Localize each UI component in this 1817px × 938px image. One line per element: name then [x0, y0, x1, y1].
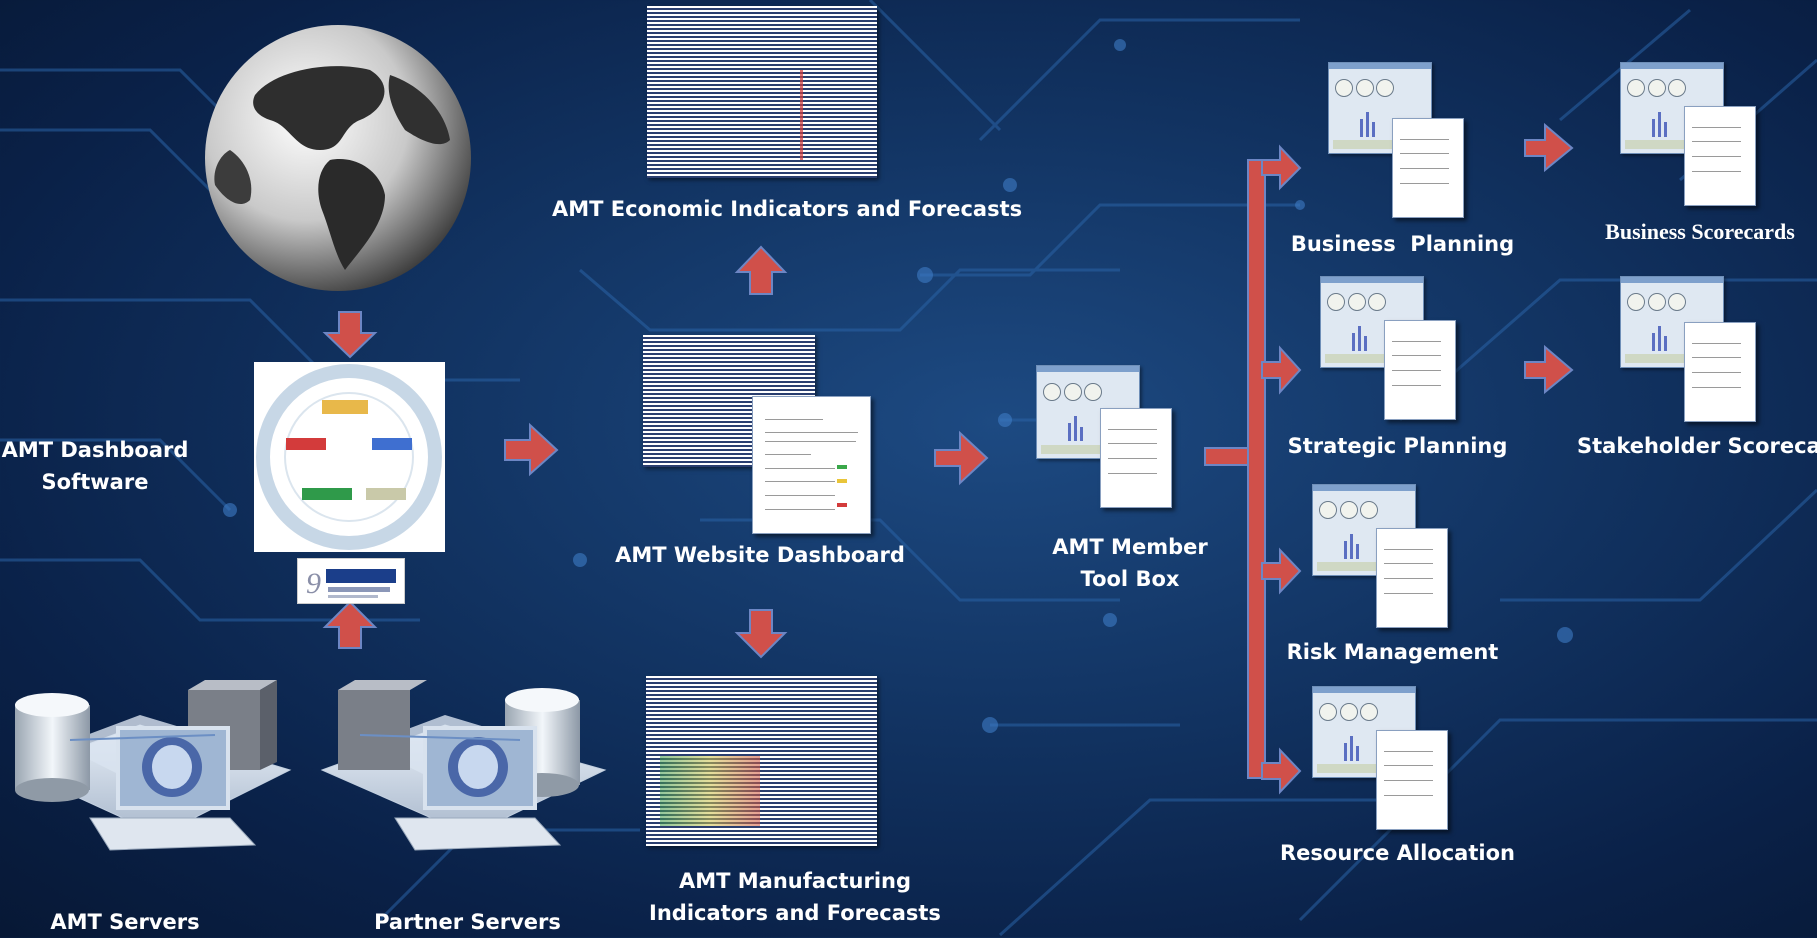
operational-management-wheel-logo	[254, 362, 445, 552]
manufacturing-indicators-label: AMT Manufacturing Indicators and Forecas…	[649, 869, 941, 925]
economic-indicators-report	[647, 6, 877, 178]
arrow-branch-business	[1261, 144, 1302, 191]
corporate-planning-logo: 9	[297, 558, 405, 604]
arrow-up-corporate	[322, 600, 378, 649]
globe-icon	[205, 25, 471, 291]
strategic-planning-document	[1384, 320, 1456, 420]
arrow-branch-risk	[1261, 547, 1302, 595]
business-scorecards-document	[1684, 106, 1756, 206]
arrow-right-website	[504, 422, 559, 477]
arrow-branch-strategic	[1261, 345, 1302, 395]
business-planning-label: Business Planning	[1290, 232, 1515, 256]
resource-allocation-label: Resource Allocation	[1280, 841, 1515, 865]
business-scorecards-label: Business Scorecards	[1605, 219, 1795, 244]
arrow-up-economic	[734, 245, 788, 295]
vertical-bus	[1247, 159, 1266, 779]
arrow-right-toolbox	[934, 430, 989, 486]
member-toolbox-document	[1100, 408, 1172, 508]
resource-allocation-document	[1376, 730, 1448, 830]
stakeholder-scorecards-document	[1684, 322, 1756, 422]
business-planning-document	[1392, 118, 1464, 218]
dashboard-software-label: AMT Dashboard Software	[1, 438, 189, 494]
risk-management-label: Risk Management	[1286, 640, 1499, 664]
arrow-branch-resource	[1261, 747, 1302, 795]
member-toolbox-label: AMT Member Tool Box	[1052, 535, 1208, 591]
flow-arrows	[322, 122, 1574, 795]
svg-text:9: 9	[306, 567, 321, 600]
website-dashboard-label: AMT Website Dashboard	[615, 543, 905, 567]
arrow-right-stakeholder-scorecards	[1524, 344, 1574, 395]
partner-server-icon	[320, 680, 607, 851]
risk-management-document	[1376, 528, 1448, 628]
arrow-right-business-scorecards	[1524, 122, 1574, 173]
arrow-down-globe	[322, 311, 378, 359]
arrow-down-manufacturing	[734, 609, 788, 659]
amt-servers-label: AMT Servers	[50, 910, 200, 934]
website-dashboard-document	[752, 396, 871, 534]
amt-server-icon	[15, 680, 292, 851]
economic-indicators-label: AMT Economic Indicators and Forecasts	[552, 197, 1023, 221]
chart-line	[800, 70, 817, 160]
partner-servers-label: Partner Servers	[374, 910, 561, 934]
stakeholder-scorecards-label: Stakeholder Scorecards	[1577, 434, 1817, 458]
strategic-planning-label: Strategic Planning	[1287, 434, 1508, 458]
heatmap-block	[660, 756, 760, 826]
